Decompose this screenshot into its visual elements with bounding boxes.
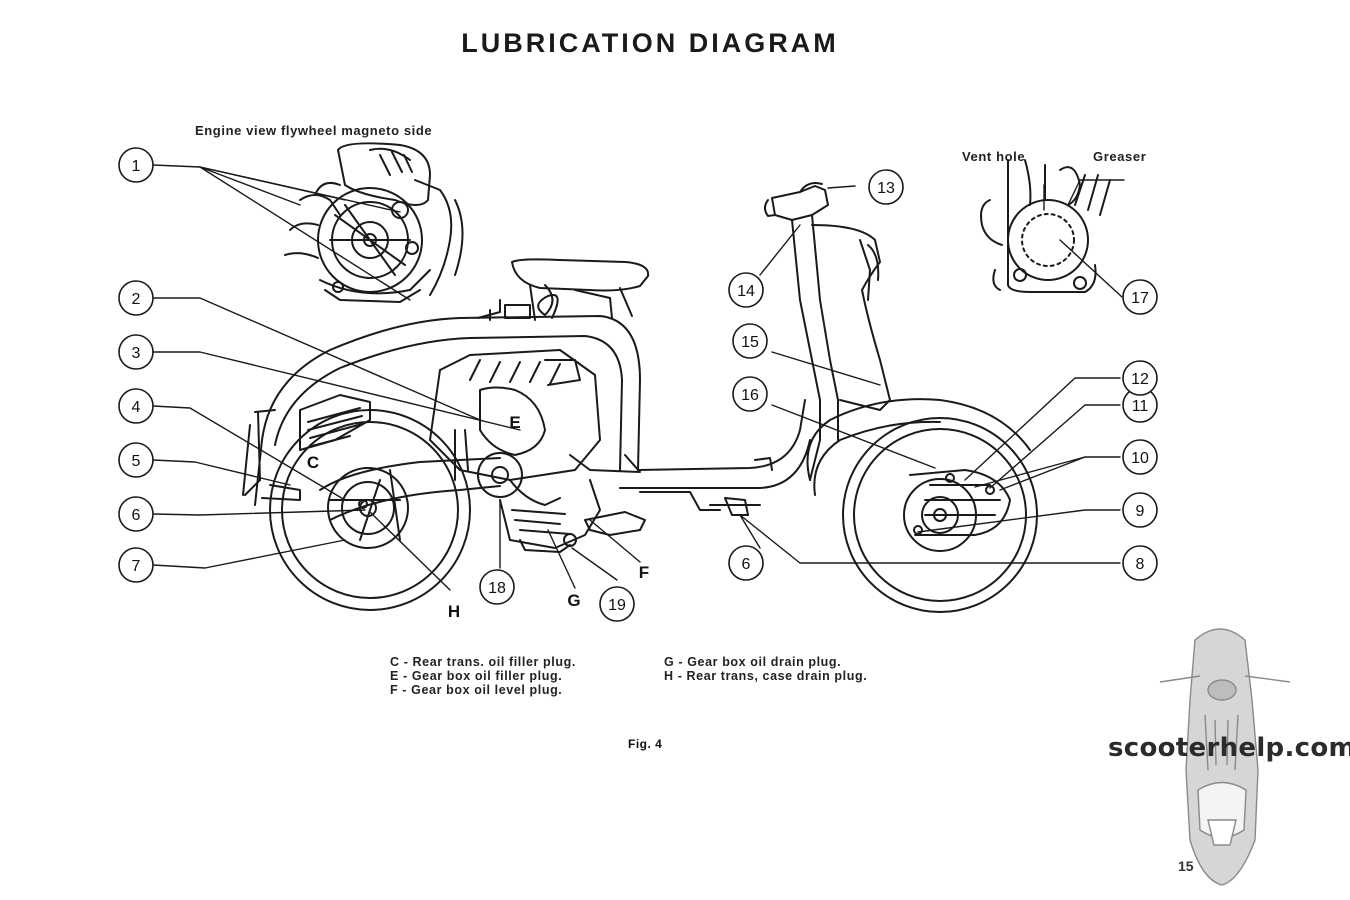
callout-circles [118,147,1158,622]
letter-h: H [448,602,460,621]
callout-15: 15 [741,334,759,351]
callout-1: 1 [132,158,141,175]
scooter-body [242,182,1038,613]
engine-inset-left [284,142,464,303]
callout-14: 14 [737,283,755,300]
callout-2: 2 [132,291,141,308]
callout-numbers: 1 2 3 4 5 6 7 8 9 10 11 12 13 14 15 16 1… [132,158,1149,614]
callout-9: 9 [1136,503,1145,520]
figure-label: Fig. 4 [628,737,663,751]
legend-g: G - Gear box oil drain plug. [664,655,842,669]
callout-7: 7 [132,558,141,575]
legend-f: F - Gear box oil level plug. [390,683,563,697]
callout-8: 8 [1136,556,1145,573]
callout-17: 17 [1131,290,1149,307]
part-letters: C E F G H [307,413,649,621]
callout-18: 18 [488,580,506,597]
callout-5: 5 [132,453,141,470]
callout-13: 13 [877,180,895,197]
letter-e: E [509,413,520,432]
callout-6-right: 6 [742,556,751,573]
leader-lines [152,164,1125,591]
hub-inset-right [980,159,1111,293]
watermark-text: scooterhelp.com [1108,733,1350,763]
callout-16: 16 [741,387,759,404]
callout-12: 12 [1131,371,1149,388]
letter-f: F [639,563,649,582]
callout-6-left: 6 [132,507,141,524]
letter-g: G [567,591,580,610]
inset-left-caption: Engine view flywheel magneto side [195,123,433,138]
callout-19: 19 [608,597,626,614]
watermark-scooter-image [1159,628,1291,886]
legend-c: C - Rear trans. oil filler plug. [390,655,576,669]
letter-c: C [307,453,319,472]
callout-11: 11 [1132,398,1149,415]
legend-h: H - Rear trans, case drain plug. [664,669,868,683]
callout-4: 4 [132,399,141,416]
page-number: 15 [1178,858,1194,874]
greaser-label: Greaser [1093,149,1147,164]
legend-e: E - Gear box oil filler plug. [390,669,563,683]
callout-10: 10 [1131,450,1149,467]
callout-3: 3 [132,345,141,362]
page-title: LUBRICATION DIAGRAM [461,28,839,58]
